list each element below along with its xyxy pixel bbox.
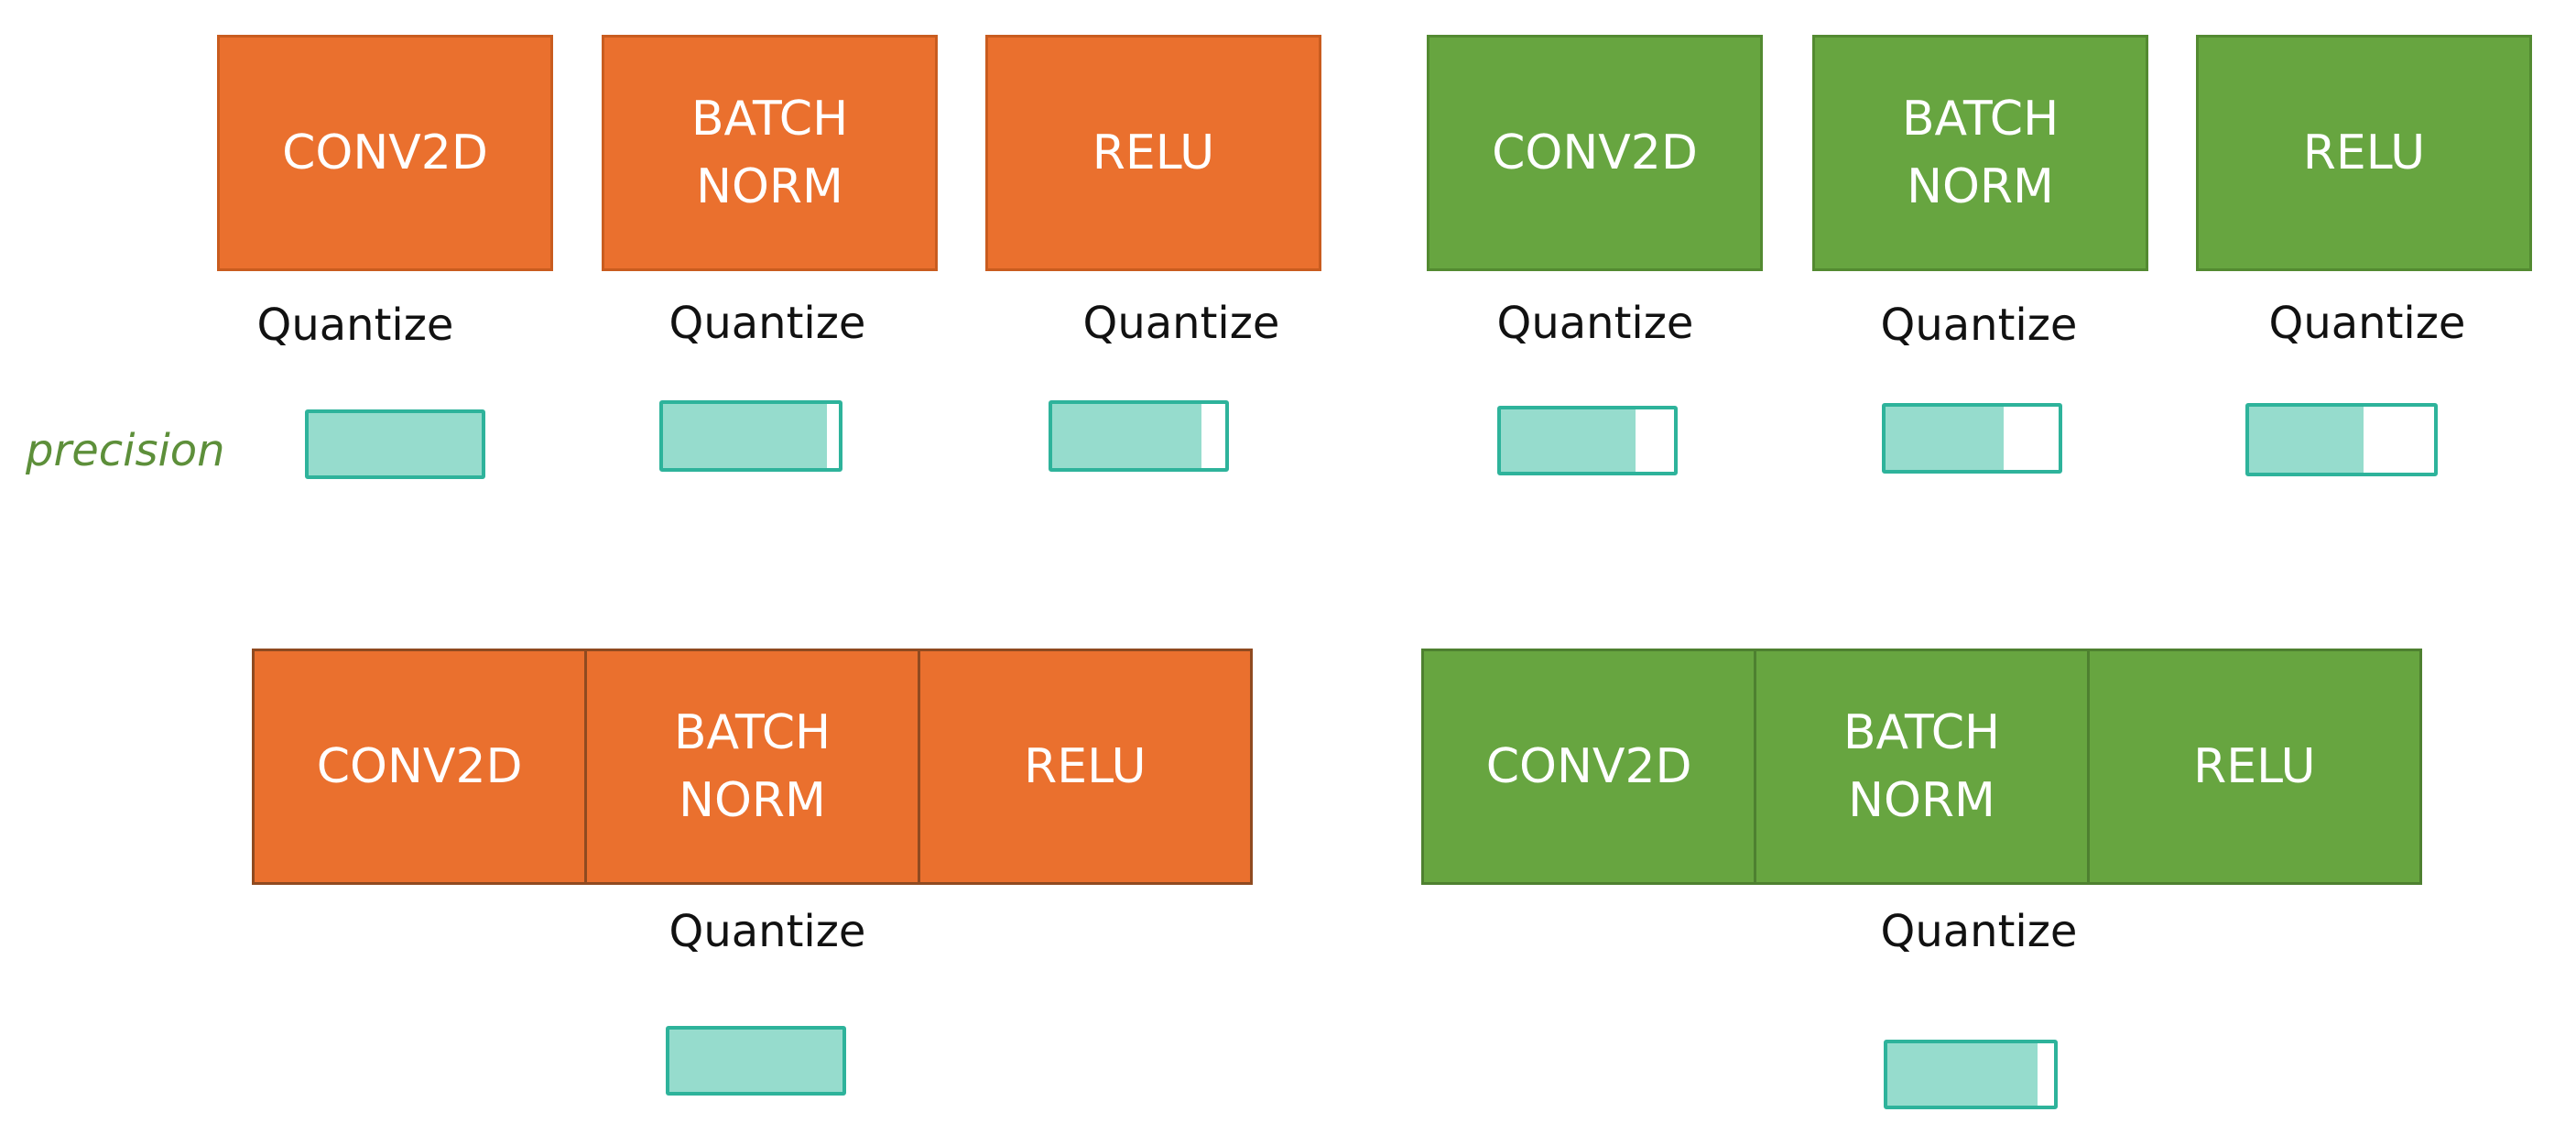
fused-layer-group-orange: CONV2D BATCH NORM RELU xyxy=(252,649,1253,885)
layer-label: RELU xyxy=(2302,125,2426,180)
quantize-label: Quantize xyxy=(1082,298,1280,349)
layer-block-batchnorm-orange: BATCH NORM xyxy=(602,35,938,271)
precision-bar-fill xyxy=(669,1030,842,1092)
layer-label: BATCH NORM xyxy=(690,92,849,214)
layer-label: BATCH NORM xyxy=(673,705,831,828)
layer-block-conv2d-green: CONV2D xyxy=(1427,35,1763,271)
layer-label: BATCH NORM xyxy=(1842,705,2001,828)
layer-label: CONV2D xyxy=(1492,125,1698,180)
quantize-label: Quantize xyxy=(1880,300,2078,351)
layer-block-batchnorm-green: BATCH NORM xyxy=(1812,35,2148,271)
layer-label: BATCH NORM xyxy=(1901,92,2060,214)
precision-bar-fill xyxy=(1501,409,1636,472)
quantize-label: Quantize xyxy=(668,906,866,957)
quantize-label: Quantize xyxy=(256,300,454,351)
precision-bar xyxy=(659,400,842,472)
fused-segment-relu: RELU xyxy=(2086,651,2419,882)
precision-bar-fill xyxy=(663,404,827,468)
quantize-label: Quantize xyxy=(1880,906,2078,957)
precision-bar xyxy=(666,1026,846,1096)
layer-label: RELU xyxy=(2193,739,2316,794)
layer-block-relu-orange: RELU xyxy=(985,35,1321,271)
precision-bar-fill xyxy=(309,413,482,475)
precision-bar xyxy=(1049,400,1229,472)
quantize-label: Quantize xyxy=(2268,298,2466,349)
quantize-label: Quantize xyxy=(668,298,866,349)
precision-bar-fill xyxy=(2249,407,2364,473)
layer-block-conv2d-orange: CONV2D xyxy=(217,35,553,271)
quantize-label: Quantize xyxy=(1496,298,1694,349)
fused-segment-relu: RELU xyxy=(917,651,1250,882)
fused-segment-batchnorm: BATCH NORM xyxy=(1754,651,2086,882)
precision-bar-fill xyxy=(1886,407,2004,470)
fused-segment-batchnorm: BATCH NORM xyxy=(584,651,917,882)
precision-bar xyxy=(1497,406,1678,475)
precision-bar xyxy=(305,409,485,479)
layer-label: RELU xyxy=(1092,125,1215,180)
layer-block-relu-green: RELU xyxy=(2196,35,2532,271)
fused-layer-group-green: CONV2D BATCH NORM RELU xyxy=(1421,649,2422,885)
precision-bar-fill xyxy=(1887,1043,2038,1106)
fused-segment-conv2d: CONV2D xyxy=(1424,651,1754,882)
precision-label: precision xyxy=(26,425,225,476)
precision-bar xyxy=(1882,403,2062,474)
layer-label: CONV2D xyxy=(316,739,523,794)
fused-segment-conv2d: CONV2D xyxy=(255,651,584,882)
precision-bar xyxy=(2245,403,2438,476)
layer-label: CONV2D xyxy=(282,125,488,180)
layer-label: RELU xyxy=(1024,739,1147,794)
precision-bar xyxy=(1884,1040,2058,1109)
precision-bar-fill xyxy=(1052,404,1201,468)
layer-label: CONV2D xyxy=(1485,739,1692,794)
